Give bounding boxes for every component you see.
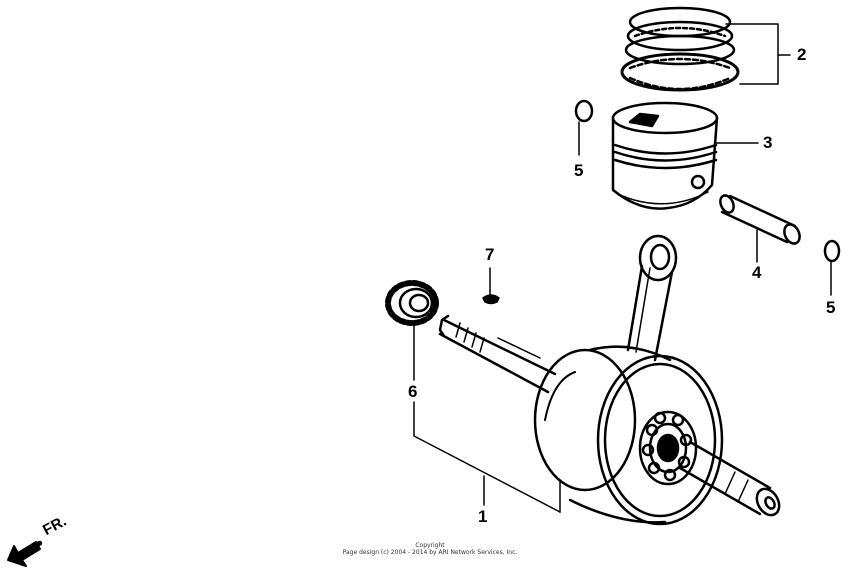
leader-lines: [413, 23, 832, 513]
callout-4: 4: [752, 263, 762, 282]
callout-3: 3: [763, 133, 773, 152]
circlip-right: [823, 239, 841, 263]
callout-2: 2: [797, 45, 807, 64]
copyright-notice: Copyright Page design (c) 2004 - 2014 by…: [300, 542, 560, 556]
piston-pin: [719, 194, 801, 245]
piston: [611, 101, 719, 210]
crank-flywheel: [533, 345, 724, 526]
circlip-left: [574, 99, 594, 123]
callout-5-right: 5: [826, 298, 836, 317]
copyright-line-2: Page design (c) 2004 - 2014 by ARI Netwo…: [342, 549, 518, 556]
front-arrow-icon: [7, 540, 43, 567]
callout-5-left: 5: [574, 161, 584, 180]
connecting-rod: [626, 234, 678, 362]
callout-1: 1: [478, 507, 488, 526]
cam-sprocket: [385, 280, 439, 326]
piston-rings: [620, 6, 740, 92]
crankshaft-left-shaft: [438, 314, 557, 394]
callout-7: 7: [485, 245, 495, 264]
copyright-line-1: Copyright: [415, 542, 445, 549]
callout-6: 6: [408, 382, 418, 401]
woodruff-key: [482, 294, 500, 305]
crankshaft-right-shaft: [678, 440, 781, 517]
